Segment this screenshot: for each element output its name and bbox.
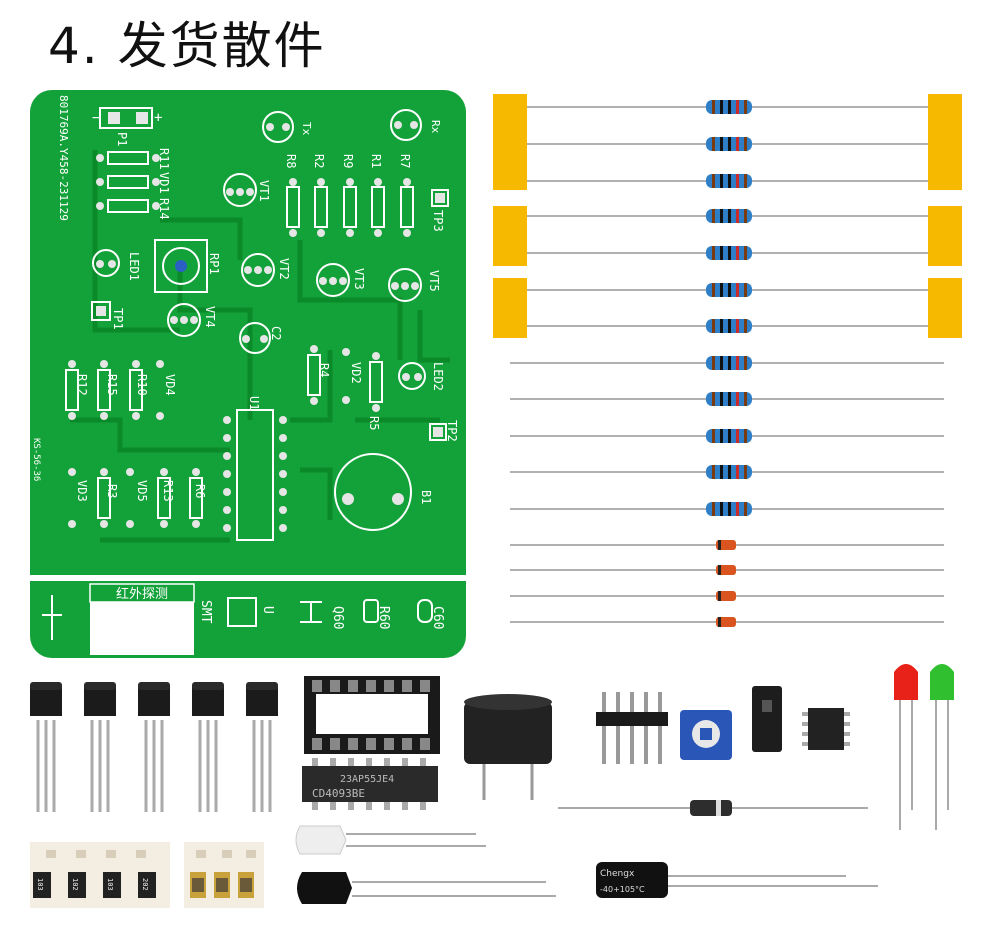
svg-text:-40+105°C: -40+105°C [600, 885, 645, 894]
resistor [527, 246, 928, 260]
svg-text:R10: R10 [135, 374, 149, 396]
svg-text:VD5: VD5 [135, 480, 149, 502]
svg-text:R5: R5 [367, 416, 381, 430]
resistor [510, 356, 944, 370]
diode-list [510, 540, 944, 627]
svg-text:Q60: Q60 [330, 606, 345, 629]
svg-text:Chengx: Chengx [600, 869, 635, 879]
to92-transistor [192, 682, 224, 812]
to92-transistor [138, 682, 170, 812]
small-diode [510, 540, 944, 550]
svg-text:VT4: VT4 [203, 306, 217, 328]
led-red-green [894, 664, 954, 830]
electrolytic-capacitor: Chengx -40+105°C [596, 862, 878, 898]
resistor [527, 100, 928, 114]
svg-text:LED2: LED2 [431, 362, 445, 391]
resistor [510, 429, 944, 443]
svg-text:R3: R3 [105, 484, 119, 498]
smd-capacitor-strip [184, 842, 264, 908]
resistor [527, 209, 928, 223]
resistor [510, 502, 944, 516]
svg-text:LED1: LED1 [127, 252, 141, 281]
smd-resistor-strip: 103 102 103 202 [30, 842, 170, 908]
svg-text:103: 103 [36, 878, 44, 891]
svg-text:SMT: SMT [198, 600, 213, 624]
svg-text:B1: B1 [419, 490, 433, 504]
svg-text:VT3: VT3 [352, 268, 366, 290]
svg-text:Rx: Rx [429, 120, 442, 134]
svg-text:VT5: VT5 [427, 270, 441, 292]
svg-text:U: U [260, 606, 275, 614]
svg-text:VD1: VD1 [157, 172, 171, 194]
svg-text:P1: P1 [115, 132, 129, 146]
svg-text:CD4093BE: CD4093BE [312, 787, 365, 800]
svg-text:Tx: Tx [300, 122, 313, 136]
small-diode [510, 617, 944, 627]
pcb-board: 红外探测 801769A.Y458-231129 KS-56-36 − + P1… [30, 90, 466, 658]
svg-text:R6: R6 [193, 484, 207, 498]
resistor [527, 319, 928, 333]
svg-text:103: 103 [106, 878, 114, 891]
ic-chip: 23AP55JE4 CD4093BE [302, 758, 438, 810]
trimmer-potentiometer [680, 710, 732, 760]
to92-transistor [246, 682, 278, 812]
page-title: 4. 发货散件 [48, 17, 326, 75]
svg-text:C60: C60 [430, 606, 445, 629]
svg-text:R12: R12 [75, 374, 89, 396]
transistor-list [30, 682, 278, 812]
white-led [295, 825, 486, 855]
svg-text:TP2: TP2 [445, 420, 459, 442]
svg-text:R14: R14 [157, 198, 171, 220]
resistor [527, 174, 928, 188]
ic-socket [304, 676, 440, 754]
side-code: KS-56-36 [31, 438, 41, 481]
resistor [527, 283, 928, 297]
rectifier-diode [558, 800, 868, 816]
svg-text:R9: R9 [341, 154, 355, 168]
svg-text:202: 202 [141, 878, 149, 891]
svg-text:102: 102 [71, 878, 79, 891]
svg-text:+: + [154, 110, 162, 126]
module-label: 红外探测 [116, 586, 168, 602]
svg-text:R2: R2 [312, 154, 326, 168]
svg-text:VD2: VD2 [349, 362, 363, 384]
board-code: 801769A.Y458-231129 [57, 95, 70, 221]
svg-text:R1: R1 [369, 154, 383, 168]
svg-text:U1: U1 [247, 396, 261, 410]
to92-transistor [30, 682, 62, 812]
svg-text:VT1: VT1 [257, 180, 271, 202]
ir-led [297, 872, 556, 904]
resistor-strip [493, 94, 962, 338]
svg-text:VD3: VD3 [75, 480, 89, 502]
pin-header [596, 692, 668, 764]
sop8-chip [802, 708, 850, 750]
svg-text:−: − [92, 110, 100, 126]
svg-text:VD4: VD4 [163, 374, 177, 396]
resistor [510, 465, 944, 479]
svg-text:R8: R8 [284, 154, 298, 168]
resistor-list [510, 100, 944, 516]
svg-text:R15: R15 [105, 374, 119, 396]
svg-text:R4: R4 [317, 363, 331, 377]
svg-text:R11: R11 [157, 148, 171, 170]
svg-text:R60: R60 [376, 606, 391, 629]
svg-text:23AP55JE4: 23AP55JE4 [340, 774, 394, 785]
buzzer [464, 694, 552, 800]
svg-text:TP3: TP3 [431, 210, 445, 232]
small-diode [510, 591, 944, 601]
svg-text:R13: R13 [161, 480, 175, 502]
resistor [527, 137, 928, 151]
to92-transistor [84, 682, 116, 812]
svg-text:RP1: RP1 [207, 253, 221, 275]
resistor [510, 392, 944, 406]
svg-text:C2: C2 [269, 326, 283, 340]
small-diode [510, 565, 944, 575]
ir-receiver [752, 686, 782, 752]
svg-text:TP1: TP1 [111, 308, 125, 330]
svg-text:R7: R7 [398, 154, 412, 168]
svg-text:VT2: VT2 [277, 258, 291, 280]
